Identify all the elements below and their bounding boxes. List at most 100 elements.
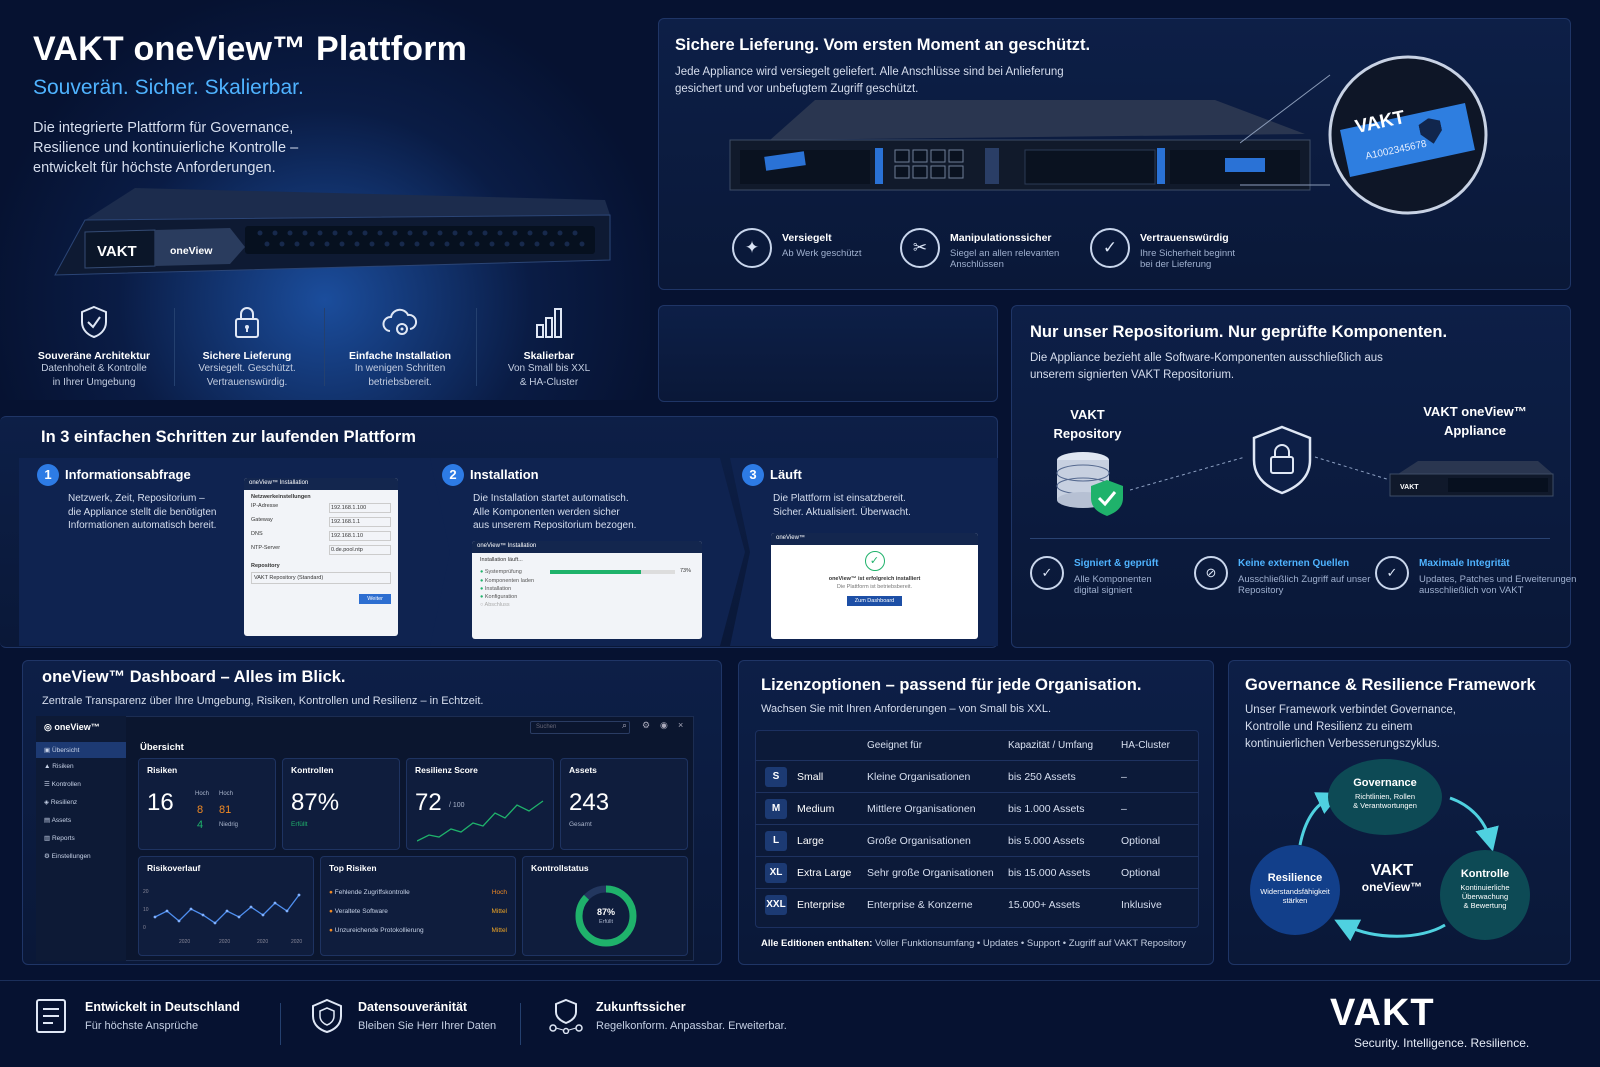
hero-subtitle: Souverän. Sicher. Skalierbar. xyxy=(33,76,304,99)
dashboard-heading: Übersicht xyxy=(140,742,184,753)
database-check-icon xyxy=(1056,452,1123,516)
repository-title: Nur unser Repositorium. Nur geprüfte Kom… xyxy=(1030,323,1448,341)
user-icon[interactable]: ◉ xyxy=(660,720,668,730)
install-progress-bar xyxy=(550,570,675,574)
dashboard-description: Zentrale Transparenz über Ihre Umgebung,… xyxy=(42,695,484,707)
trend-point xyxy=(165,909,169,913)
assets-card[interactable]: Assets 243 Gesamt xyxy=(560,758,688,850)
license-badge: M xyxy=(765,799,787,819)
license-table-header: Geeignet für Kapazität / Umfang HA-Clust… xyxy=(755,731,1199,761)
trend-point xyxy=(237,915,241,919)
trend-point xyxy=(225,909,229,913)
controls-card[interactable]: Kontrollen 87% Erfüllt xyxy=(282,758,400,850)
certificate-icon: ✓ xyxy=(1030,556,1064,590)
close-icon[interactable]: × xyxy=(678,720,684,730)
search-icon[interactable]: ⌕ xyxy=(622,720,628,730)
delivery-appliance-image xyxy=(729,100,1311,191)
nav-item-settings[interactable]: ⚙ Einstellungen xyxy=(44,853,91,860)
delivery-title: Sichere Lieferung. Vom ersten Moment an … xyxy=(675,36,1091,54)
hero-appliance-image: VAKT oneView xyxy=(54,188,611,276)
nav-item-resilience[interactable]: ◈ Resilienz xyxy=(44,799,78,806)
license-footnote: Alle Editionen enthalten: Voller Funktio… xyxy=(761,938,1186,949)
ntp-field[interactable]: 0.de.pool.ntp xyxy=(329,545,391,555)
document-icon xyxy=(36,999,66,1033)
sealed-badge-icon: ✦ xyxy=(732,228,772,268)
trend-point xyxy=(189,907,193,911)
nav-item-reports[interactable]: ▥ Reports xyxy=(44,835,75,842)
trend-point xyxy=(297,893,301,897)
nav-item-risks[interactable]: ▲ Risiken xyxy=(44,763,74,770)
shield-check-icon: ✓ xyxy=(1090,228,1130,268)
license-badge: XL xyxy=(765,863,787,883)
svg-text:oneView: oneView xyxy=(170,245,213,257)
license-badge: S xyxy=(765,767,787,787)
feature-installation: Einfache Installation In wenigen Schritt… xyxy=(325,305,475,390)
step3-window: oneView™ ✓ oneView™ ist erfolgreich inst… xyxy=(771,533,978,639)
gateway-field[interactable]: 192.168.1.1 xyxy=(329,517,391,527)
nav-item-overview[interactable]: ▣ Übersicht xyxy=(36,742,126,758)
nav-item-controls[interactable]: ☰ Kontrollen xyxy=(44,781,81,788)
license-description: Wachsen Sie mit Ihren Anforderungen – vo… xyxy=(761,703,1052,715)
shield-check-icon xyxy=(81,305,107,339)
repository-select[interactable]: VAKT Repository (Standard) xyxy=(251,572,391,584)
delivery-description: Jede Appliance wird versiegelt geliefert… xyxy=(675,66,1064,95)
next-button[interactable]: Weiter xyxy=(359,594,391,604)
success-check-icon: ✓ xyxy=(864,551,885,571)
resilience-card[interactable]: Resilienz Score 72 / 100 xyxy=(406,758,554,850)
trend-point xyxy=(177,919,181,923)
gear-icon[interactable]: ⚙ xyxy=(642,720,651,730)
nav-item-assets[interactable]: ▤ Assets xyxy=(44,817,72,824)
risks-card[interactable]: Risiken 16 Hoch Hoch 8 81 4 Niedrig xyxy=(138,758,276,850)
svg-text:VAKT: VAKT xyxy=(97,243,137,260)
to-dashboard-button[interactable]: Zum Dashboard xyxy=(846,596,903,606)
lock-icon xyxy=(235,307,259,338)
hero-description: Die integrierte Plattform für Governance… xyxy=(33,120,299,176)
dashboard-search-input[interactable]: Suchen xyxy=(530,721,630,734)
dashboard-title: oneView™ Dashboard – Alles im Blick. xyxy=(42,668,346,686)
step2-window: oneView™ Installation Installation läuft… xyxy=(472,541,702,639)
footer-brand-logo: VAKT xyxy=(1330,992,1435,1034)
cloud-gear-icon xyxy=(382,308,418,335)
governance-node[interactable]: Governance Richtlinien, Rollen & Verantw… xyxy=(1328,759,1442,835)
dns-field[interactable]: 192.168.1.10 xyxy=(329,531,391,541)
donut-fill xyxy=(575,885,637,947)
top-risks-card[interactable]: Top Risiken ● Fehlende Zugriffskontrolle… xyxy=(320,856,516,956)
dashboard-nav: ▣ Übersicht ▲ Risiken ☰ Kontrollen ◈ Res… xyxy=(36,742,126,865)
trend-point xyxy=(249,905,253,909)
repository-description: Die Appliance bezieht alle Software-Komp… xyxy=(1030,352,1383,381)
resilience-sparkline xyxy=(417,800,544,842)
control-node[interactable]: Kontrolle Kontinuierliche Überwachung & … xyxy=(1440,850,1530,940)
trend-point xyxy=(273,901,277,905)
framework-cycle-arrows xyxy=(1298,792,1499,942)
blank-panel xyxy=(658,305,998,402)
trend-point xyxy=(201,913,205,917)
risk-trend-line xyxy=(153,893,301,925)
trend-point xyxy=(261,913,265,917)
feature-sovereign: Souveräne Architektur Datenhoheit & Kont… xyxy=(19,305,169,390)
framework-title: Governance & Resilience Framework xyxy=(1245,676,1536,694)
broken-seal-icon: ✂ xyxy=(900,228,940,268)
no-link-icon: ⊘ xyxy=(1194,556,1228,590)
ip-field[interactable]: 192.168.1.100 xyxy=(329,503,391,513)
trend-point xyxy=(285,909,289,913)
control-status-card[interactable]: Kontrollstatus 87% Erfüllt xyxy=(522,856,688,956)
secure-connection xyxy=(1130,425,1391,495)
license-badge: L xyxy=(765,831,787,851)
svg-text:VAKT: VAKT xyxy=(1400,484,1419,491)
resilience-node[interactable]: Resilience Widerstandsfähigkeit stärken xyxy=(1250,845,1340,935)
license-badge: XXL xyxy=(765,895,787,915)
page-title: VAKT oneView™ Plattform xyxy=(33,30,468,68)
risk-trend-card[interactable]: Risikoverlauf 20 10 0 2020 2020 2020 202… xyxy=(138,856,314,956)
